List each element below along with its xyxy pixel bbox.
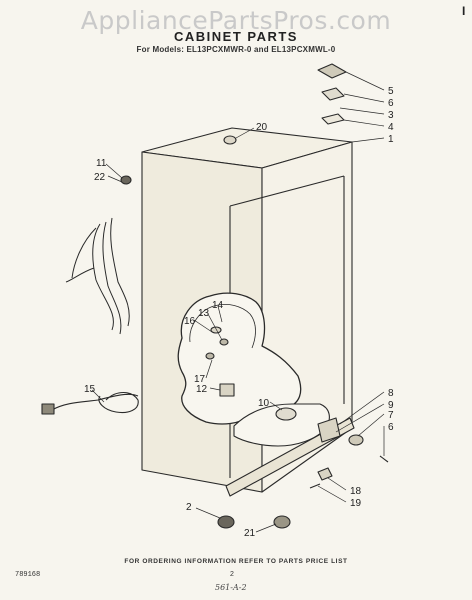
callout-label: 18 xyxy=(350,486,362,497)
callout-label: 12 xyxy=(196,384,208,395)
callout-label: 22 xyxy=(94,172,106,183)
mount-part xyxy=(210,326,222,334)
callout-label: 5 xyxy=(388,86,394,97)
opening-inner-edge xyxy=(189,304,256,349)
top-hinge-shim-part xyxy=(321,113,345,125)
grommet-part xyxy=(120,175,132,185)
callout-labels: 5 6 3 4 1 20 11 22 14 16 13 17 12 15 8 9… xyxy=(84,86,394,539)
callout-label: 16 xyxy=(184,316,196,327)
callout-label: 14 xyxy=(212,300,224,311)
wiring-harness-part xyxy=(65,217,130,335)
callout-label: 21 xyxy=(244,528,256,539)
callout-label: 6 xyxy=(388,422,394,433)
leveling-leg-left-part xyxy=(217,515,235,529)
kick-plate-screw-part xyxy=(309,483,321,489)
screw-part xyxy=(379,455,389,463)
callout-label: 11 xyxy=(96,158,107,169)
liner-edge-top xyxy=(229,175,345,207)
callout-label: 13 xyxy=(198,308,210,319)
callout-label: 20 xyxy=(256,122,268,133)
callout-label: 15 xyxy=(84,384,96,395)
relay-part xyxy=(219,383,235,397)
callout-label: 17 xyxy=(194,374,206,385)
kick-plate-part xyxy=(317,467,333,481)
callout-label: 1 xyxy=(388,134,394,145)
callout-label: 4 xyxy=(388,122,394,133)
top-hinge-part xyxy=(321,87,345,101)
front-roller-part xyxy=(273,515,291,529)
corner-mark: I xyxy=(462,4,466,18)
power-cord-part xyxy=(51,391,139,414)
page-number: 2 xyxy=(230,571,234,578)
leveling-leg-right-part xyxy=(348,434,364,446)
callout-label: 7 xyxy=(388,410,394,421)
callout-label: 6 xyxy=(388,98,394,109)
cabinet-plug-part xyxy=(223,135,237,145)
ordering-note: FOR ORDERING INFORMATION REFER TO PARTS … xyxy=(124,558,348,565)
callout-label: 10 xyxy=(258,398,270,409)
bolt-part xyxy=(219,338,229,346)
callout-label: 8 xyxy=(388,388,394,399)
callout-label: 2 xyxy=(186,502,192,513)
callout-label: 19 xyxy=(350,498,362,509)
callout-label: 9 xyxy=(388,400,394,411)
grommet-inner-part xyxy=(205,352,215,360)
callout-label: 3 xyxy=(388,110,394,121)
bottom-hinge-part xyxy=(317,417,341,443)
models-subtitle: For Models: EL13PCXMWR-0 and EL13PCXMWL-… xyxy=(136,45,336,54)
handwritten-mark: 561-A-2 xyxy=(215,583,247,592)
page-title: CABINET PARTS xyxy=(174,29,298,44)
plug-part xyxy=(41,403,55,415)
leader-lines xyxy=(91,71,385,533)
drain-fitting-part xyxy=(275,407,297,421)
top-hinge-cover-part xyxy=(317,63,347,79)
watermark: AppliancePartsPros.com xyxy=(80,6,392,35)
document-number: 789168 xyxy=(15,571,41,579)
